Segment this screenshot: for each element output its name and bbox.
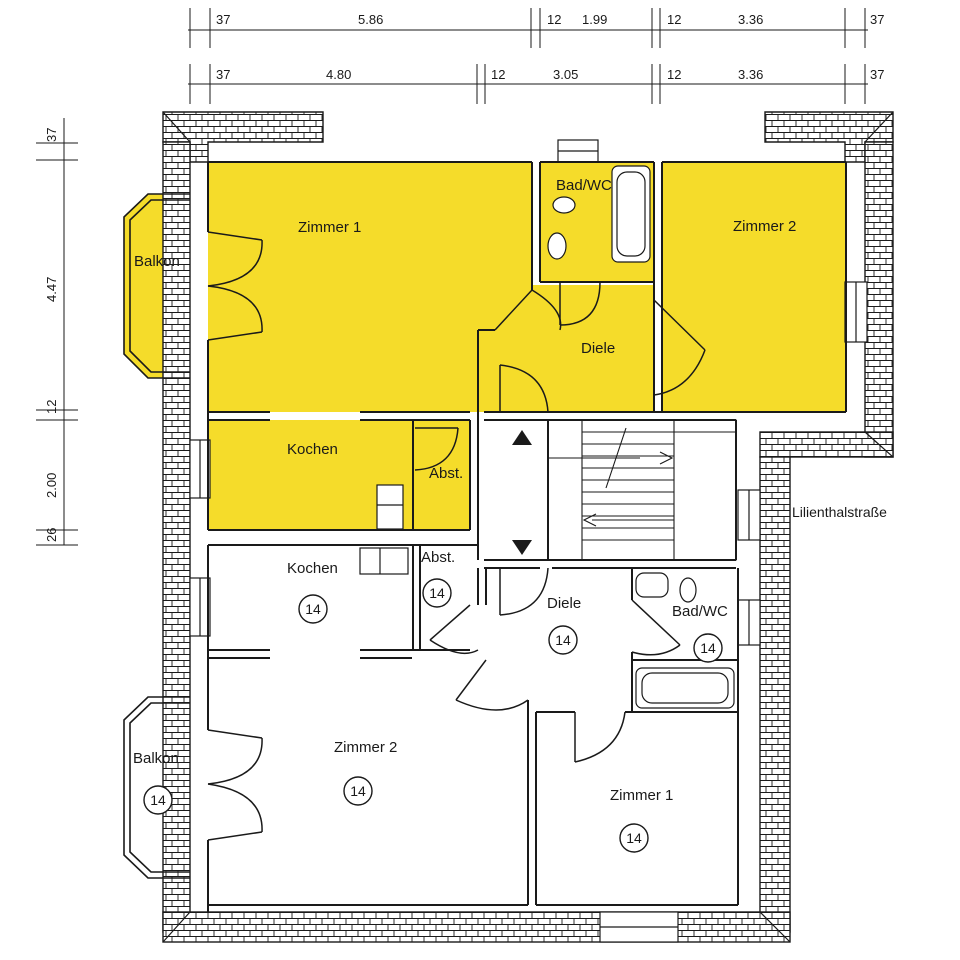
- dim-left-a: 37: [44, 128, 59, 142]
- dim-left-e: 26: [44, 528, 59, 542]
- marker-abst-text: 14: [429, 585, 445, 601]
- label-bad-lower: Bad/WC: [672, 603, 728, 620]
- marker-abst: 14: [422, 578, 452, 608]
- label-zimmer2-lower: Zimmer 2: [334, 739, 397, 756]
- street-name: Lilienthalstraße: [792, 504, 887, 520]
- dim-top2-b: 4.80: [326, 67, 351, 82]
- marker-kochen-text: 14: [305, 601, 321, 617]
- stairs: [548, 419, 737, 561]
- marker-zimmer1-text: 14: [626, 830, 642, 846]
- upper-unit-labels: Balkon Zimmer 1 Zimmer 2 Bad/WC Diele Ko…: [134, 177, 796, 482]
- marker-zimmer2: 14: [343, 776, 373, 806]
- label-kochen-upper: Kochen: [287, 441, 338, 458]
- lower-unit-labels: Kochen Abst. Diele Bad/WC Zimmer 2 Zimme…: [133, 549, 728, 804]
- label-zimmer1-lower: Zimmer 1: [610, 787, 673, 804]
- label-diele-lower: Diele: [547, 595, 581, 612]
- marker-bad: 14: [693, 633, 723, 663]
- marker-diele: 14: [548, 625, 578, 655]
- dim-left-b: 4.47: [44, 277, 59, 302]
- balconies: [123, 193, 190, 879]
- dimension-lines: [36, 8, 868, 546]
- kochen-fill: [208, 420, 470, 530]
- dim-left-d: 2.00: [44, 473, 59, 498]
- dim-top2-e: 12: [667, 67, 681, 82]
- dim-top2-c: 12: [491, 67, 505, 82]
- outer-walls: [162, 111, 894, 943]
- label-balkon-lower: Balkon: [133, 750, 179, 767]
- marker-zimmer2-text: 14: [350, 783, 366, 799]
- dim-top2-a: 37: [216, 67, 230, 82]
- label-zimmer1-upper: Zimmer 1: [298, 219, 361, 236]
- dim-top2-d: 3.05: [553, 67, 578, 82]
- interior-walls: [207, 161, 847, 912]
- zimmer2-fill: [662, 162, 846, 412]
- label-abst-lower: Abst.: [421, 549, 455, 566]
- marker-balkon: 14: [143, 785, 173, 815]
- dim-top2-g: 37: [870, 67, 884, 82]
- marker-bad-text: 14: [700, 640, 716, 656]
- stair-arrows: [512, 430, 532, 555]
- dim-top1-d: 1.99: [582, 12, 607, 27]
- label-abst-upper: Abst.: [429, 465, 463, 482]
- doors: [207, 231, 706, 841]
- dim-top1-e: 12: [667, 12, 681, 27]
- unit-markers: 14 14 14 14 14 14 14: [143, 578, 723, 853]
- label-kochen-lower: Kochen: [287, 560, 338, 577]
- dim-top1-c: 12: [547, 12, 561, 27]
- fixtures: [359, 165, 735, 709]
- windows: [189, 139, 868, 943]
- marker-diele-text: 14: [555, 632, 571, 648]
- label-diele-upper: Diele: [581, 340, 615, 357]
- label-balkon-upper: Balkon: [134, 253, 180, 270]
- diele-fill: [484, 285, 654, 412]
- dim-left-c: 12: [44, 400, 59, 414]
- zimmer1-fill: [208, 162, 532, 412]
- label-zimmer2-upper: Zimmer 2: [733, 218, 796, 235]
- marker-balkon-text: 14: [150, 792, 166, 808]
- dim-top1-a: 37: [216, 12, 230, 27]
- dim-top1-b: 5.86: [358, 12, 383, 27]
- marker-kochen: 14: [298, 594, 328, 624]
- dim-top2-f: 3.36: [738, 67, 763, 82]
- dim-top1-f: 3.36: [738, 12, 763, 27]
- label-bad-upper: Bad/WC: [556, 177, 612, 194]
- marker-zimmer1: 14: [619, 823, 649, 853]
- dimension-labels: 37 5.86 12 1.99 12 3.36 37 37 4.80 12 3.…: [44, 12, 884, 542]
- dim-top1-g: 37: [870, 12, 884, 27]
